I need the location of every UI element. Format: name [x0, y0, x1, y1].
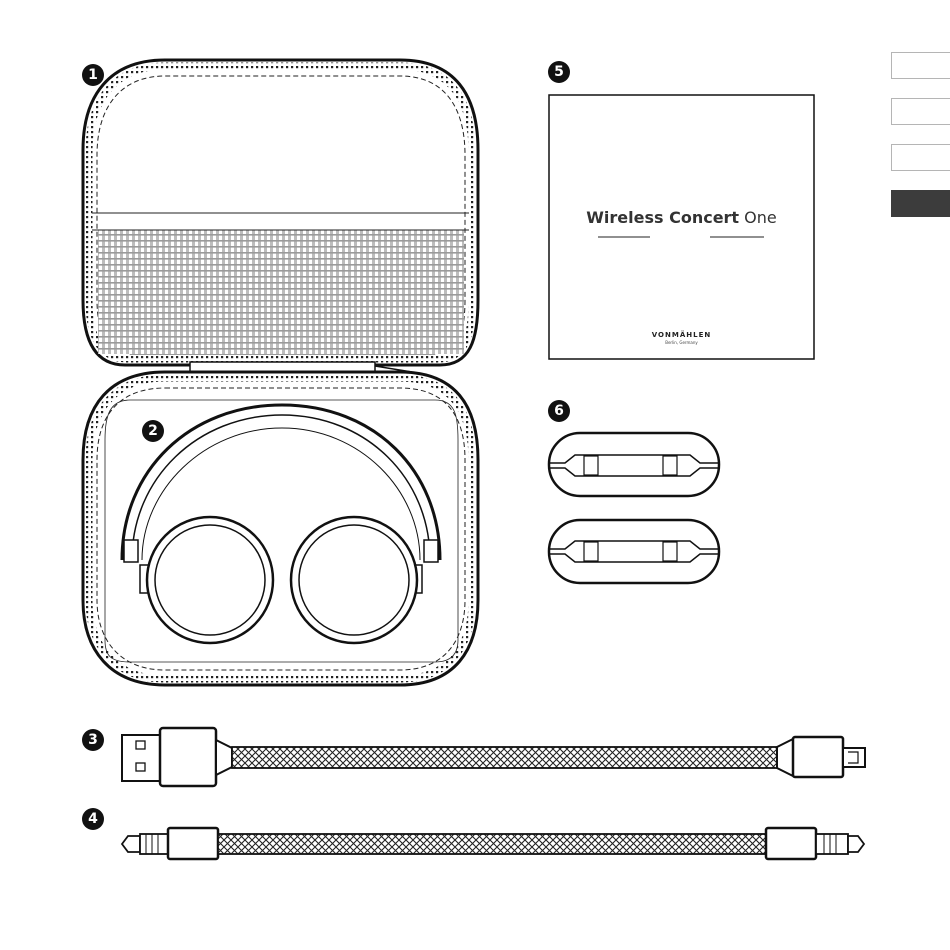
- side-tab-4-active[interactable]: [891, 190, 950, 217]
- item-number-badge: 1: [82, 64, 104, 86]
- item-number-badge: 6: [548, 400, 570, 422]
- item-number-badge: 5: [548, 61, 570, 83]
- manual-title-light: One: [744, 208, 777, 227]
- item-number-badge: 4: [82, 808, 104, 830]
- carrying-case-lid: [83, 60, 478, 365]
- cable-clip: [549, 520, 719, 583]
- side-tab-1[interactable]: [891, 52, 950, 79]
- cable-clip: [549, 433, 719, 496]
- carrying-case-base: [83, 372, 478, 685]
- item-number-badge: 2: [142, 420, 164, 442]
- user-manual: [549, 95, 814, 359]
- side-tab-2[interactable]: [891, 98, 950, 125]
- cable-clips: [549, 433, 719, 583]
- manual-brand-logo: VONMÄHLEN: [549, 331, 814, 339]
- item-number-badge: 3: [82, 729, 104, 751]
- side-tab-3[interactable]: [891, 144, 950, 171]
- manual-title-bold: Wireless Concert: [586, 208, 739, 227]
- audio-aux-cable: [122, 828, 864, 859]
- manual-title: Wireless Concert One: [549, 208, 814, 227]
- usb-charging-cable: [122, 728, 865, 786]
- manual-brand-subtitle: Berlin, Germany: [549, 340, 814, 345]
